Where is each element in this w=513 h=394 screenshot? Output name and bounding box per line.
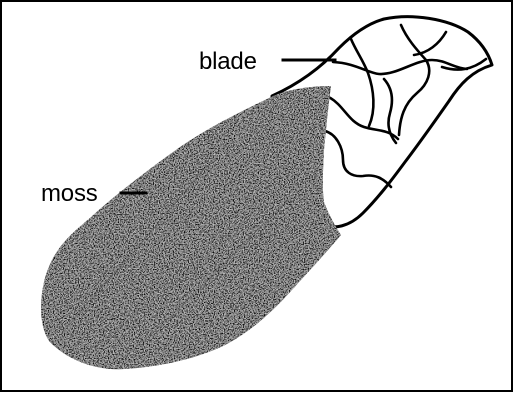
moss-label: moss [41,182,98,206]
moss-mass [41,86,341,369]
blade-label: blade [199,50,257,74]
